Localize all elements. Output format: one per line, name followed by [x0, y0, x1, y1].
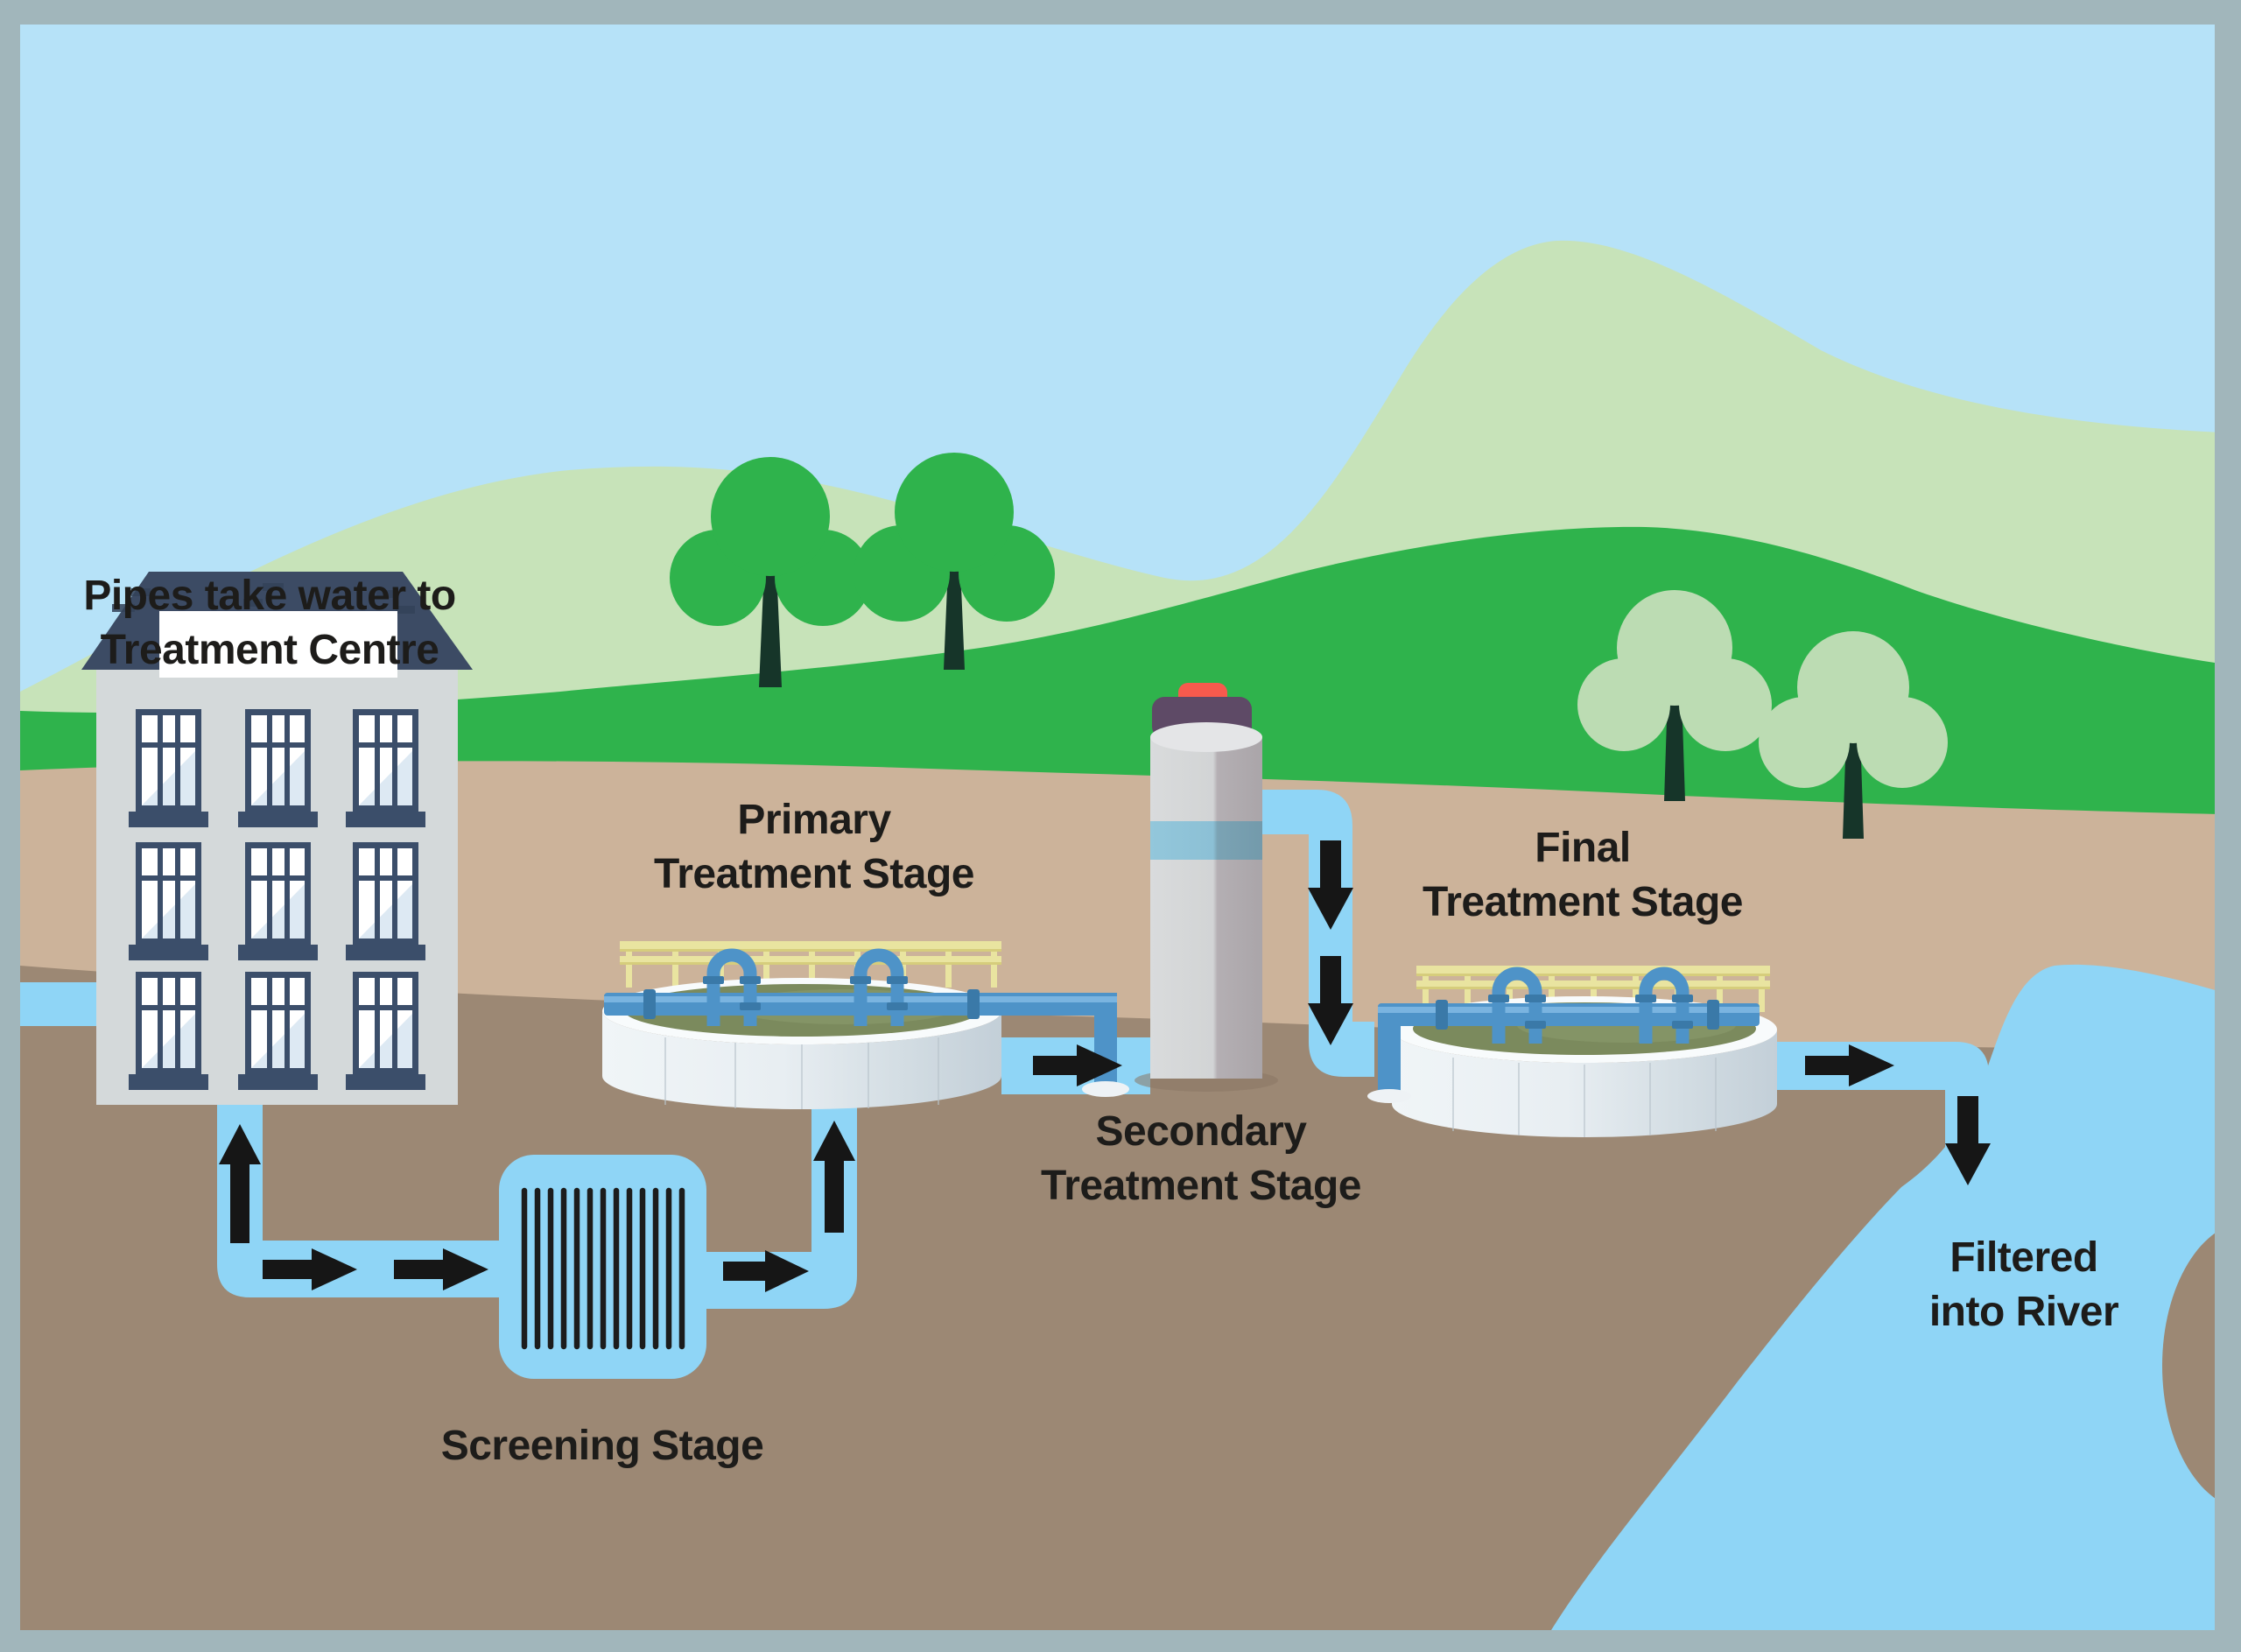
flow-arrow-right-icon	[394, 1248, 488, 1290]
roof-tiles	[112, 583, 415, 614]
label-pipes-to-treatment-centre: Pipes take water to Treatment Centre	[83, 573, 456, 673]
flow-arrow-down-icon	[1308, 840, 1353, 930]
flow-arrow-up-icon	[813, 1121, 855, 1233]
tree-green-1	[670, 457, 871, 687]
u-pipes	[1492, 967, 1690, 1044]
flow-arrow-right-icon	[263, 1248, 357, 1290]
supply-pipe-stub	[20, 982, 96, 1026]
flow-arrow-right-icon	[1805, 1044, 1894, 1086]
tank-wall-seams	[664, 1037, 939, 1109]
tower-top	[1150, 722, 1262, 752]
pipe-base	[1367, 1089, 1411, 1103]
pipe-base	[1082, 1081, 1129, 1097]
u-pipes	[706, 948, 904, 1026]
tank-wall-seams	[1452, 1058, 1717, 1137]
label-secondary-treatment-stage: Secondary Treatment Stage	[1041, 1108, 1361, 1209]
label-primary-treatment-stage: Primary Treatment Stage	[654, 797, 974, 897]
flow-arrow-down-icon	[1308, 956, 1353, 1045]
pipe-building-to-screening	[217, 1105, 499, 1297]
pipe-flanges	[1488, 995, 1693, 1029]
tree-pale-2	[1759, 631, 1948, 839]
building-sign	[159, 611, 397, 678]
label-screening-stage: Screening Stage	[440, 1423, 764, 1469]
flow-arrow-down-icon	[1945, 1096, 1991, 1185]
label-filtered-into-river: Filtered into River	[1928, 1234, 2119, 1335]
tank-main-pipe	[1378, 1003, 1760, 1026]
final-treatment-tank	[1367, 966, 1777, 1137]
flow-arrow-right-icon	[1033, 1044, 1122, 1086]
secondary-treatment-tower	[1135, 683, 1278, 1092]
primary-treatment-tank	[602, 941, 1129, 1109]
tree-pale-1	[1577, 590, 1772, 801]
screen-bars	[521, 1187, 685, 1350]
flow-arrow-up-icon	[219, 1124, 261, 1243]
tower-body	[1150, 737, 1262, 1079]
river	[1551, 964, 2215, 1630]
tower-band	[1150, 821, 1262, 860]
label-final-treatment-stage: Final Treatment Stage	[1423, 825, 1743, 925]
treatment-centre-building	[81, 572, 473, 1105]
river-bank-island	[2162, 1233, 2215, 1499]
tree-green-2	[854, 453, 1055, 670]
pipe-flanges	[703, 976, 908, 1010]
flow-arrow-right-icon	[723, 1250, 809, 1292]
